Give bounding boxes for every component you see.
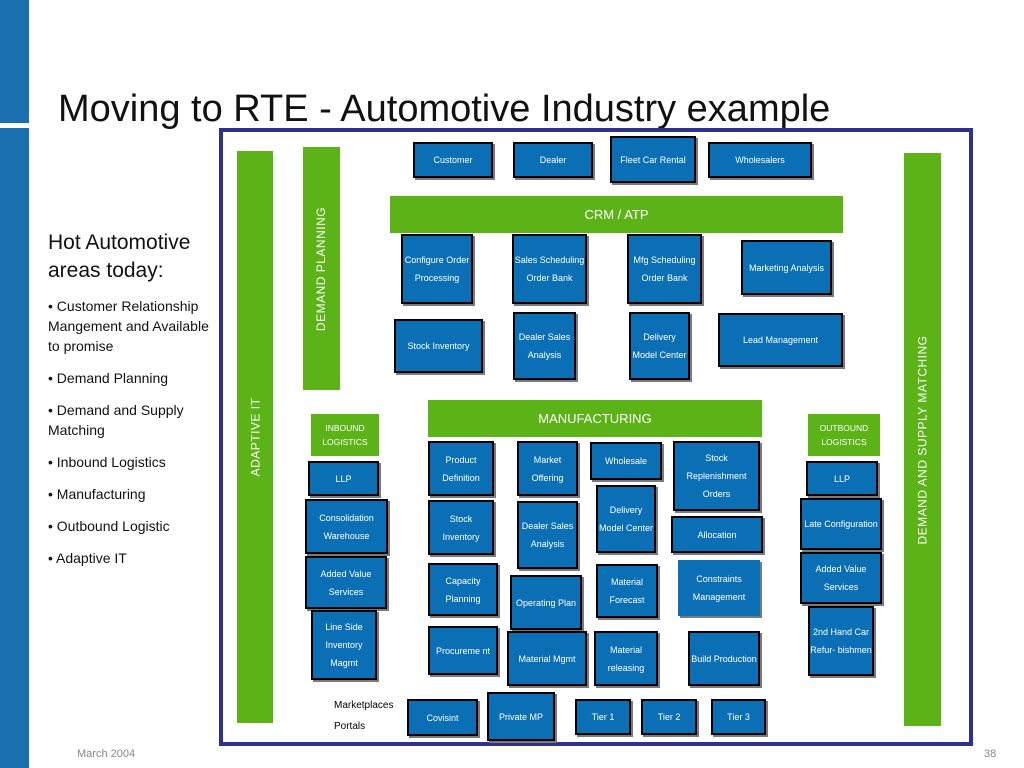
delivery-model-mfg-box: Delivery Model Center bbox=[596, 485, 656, 553]
market-offering-box: Market Offering bbox=[517, 441, 578, 496]
line-side-inventory-box: Line Side Inventory Magmt bbox=[311, 610, 377, 680]
inbound-logistics-bar: INBOUND LOGISTICS bbox=[311, 414, 379, 456]
demand-planning-label: DEMAND PLANNING bbox=[314, 206, 329, 331]
material-forecast-box: Material Forecast bbox=[596, 564, 658, 618]
capacity-planning-box: Capacity Planning bbox=[428, 563, 498, 616]
tier-3-box: Tier 3 bbox=[711, 699, 766, 735]
bullet-item: • Adaptive IT bbox=[48, 550, 127, 566]
manufacturing-bar: MANUFACTURING bbox=[428, 400, 762, 437]
demand-supply-label: DEMAND AND SUPPLY MATCHING bbox=[915, 334, 930, 545]
lead-management-box: Lead Management bbox=[718, 313, 843, 367]
operating-plan-box: Operating Plan bbox=[510, 575, 582, 630]
bullet-item: • Outbound Logistic bbox=[48, 518, 170, 534]
adaptive-it-bar: ADAPTIVE IT bbox=[237, 151, 273, 723]
demand-planning-bar: DEMAND PLANNING bbox=[303, 147, 340, 390]
stock-inventory-crm-box: Stock Inventory bbox=[394, 319, 483, 373]
tier-2-box: Tier 2 bbox=[641, 699, 697, 735]
demand-supply-bar: DEMAND AND SUPPLY MATCHING bbox=[904, 153, 941, 726]
build-production-box: Build Production bbox=[688, 631, 760, 686]
adaptive-it-label: ADAPTIVE IT bbox=[248, 397, 263, 477]
late-configuration-box: Late Configuration bbox=[800, 498, 882, 550]
material-mgmt-box: Material Mgmt bbox=[507, 631, 587, 686]
mfg-scheduling-box: Mfg Scheduling Order Bank bbox=[627, 234, 702, 304]
added-value-outbound-box: Added Value Services bbox=[800, 552, 882, 604]
footer-date: March 2004 bbox=[77, 748, 136, 760]
fleet-car-rental-box: Fleet Car Rental bbox=[610, 136, 696, 183]
wholesalers-box: Wholesalers bbox=[708, 142, 812, 178]
wholesale-box: Wholesale bbox=[590, 442, 662, 480]
page-number: 38 bbox=[984, 748, 997, 760]
dealer-box: Dealer bbox=[513, 142, 593, 178]
bullet-item: • Demand and Supply Matching bbox=[48, 402, 184, 438]
portals-label: Portals bbox=[334, 721, 366, 732]
material-releasing-box: Material releasing bbox=[594, 631, 658, 686]
bullet-item: • Demand Planning bbox=[48, 370, 169, 386]
configure-order-box: Configure Order Processing bbox=[401, 234, 473, 304]
hot-areas-list: • Customer Relationship Mangement and Av… bbox=[48, 296, 223, 580]
left-accent-bar bbox=[0, 0, 29, 768]
diagram-frame bbox=[219, 128, 973, 746]
delivery-model-crm-box: Delivery Model Center bbox=[629, 312, 690, 380]
stock-inventory-mfg-box: Stock Inventory bbox=[428, 500, 494, 555]
allocation-box: Allocation bbox=[671, 516, 763, 553]
product-definition-box: Product Definition bbox=[428, 441, 494, 496]
private-mp-box: Private MP bbox=[487, 692, 555, 741]
tier-1-box: Tier 1 bbox=[575, 699, 631, 735]
llp-inbound-box: LLP bbox=[308, 461, 379, 496]
procurement-box: Procureme nt bbox=[428, 626, 498, 675]
outbound-logistics-bar: OUTBOUND LOGISTICS bbox=[808, 414, 880, 456]
stock-replenishment-box: Stock Replenishment Orders bbox=[673, 441, 760, 511]
consolidation-warehouse-box: Consolidation Warehouse bbox=[305, 499, 388, 554]
bullet-item: • Customer Relationship Mangement and Av… bbox=[48, 298, 209, 354]
slide-title: Moving to RTE - Automotive Industry exam… bbox=[58, 88, 831, 130]
dealer-sales-mfg-box: Dealer Sales Analysis bbox=[517, 501, 578, 569]
covisint-box: Covisint bbox=[407, 699, 478, 736]
left-accent-gap bbox=[0, 123, 29, 128]
second-hand-refurb-box: 2nd Hand Car Refur- bishmen bbox=[808, 606, 874, 676]
added-value-inbound-box: Added Value Services bbox=[305, 556, 387, 609]
llp-outbound-box: LLP bbox=[806, 461, 878, 496]
customer-box: Customer bbox=[413, 142, 493, 178]
marketing-analysis-box: Marketing Analysis bbox=[741, 240, 832, 295]
dealer-sales-crm-box: Dealer Sales Analysis bbox=[513, 312, 576, 380]
sales-scheduling-box: Sales Scheduling Order Bank bbox=[512, 234, 587, 304]
bullet-item: • Inbound Logistics bbox=[48, 454, 166, 470]
hot-areas-heading: Hot Automotive areas today: bbox=[48, 231, 191, 282]
constraints-management-box: Constraints Management bbox=[678, 560, 760, 616]
marketplaces-label: Marketplaces bbox=[334, 700, 394, 711]
bullet-item: • Manufacturing bbox=[48, 486, 146, 502]
crm-atp-bar: CRM / ATP bbox=[390, 196, 843, 233]
